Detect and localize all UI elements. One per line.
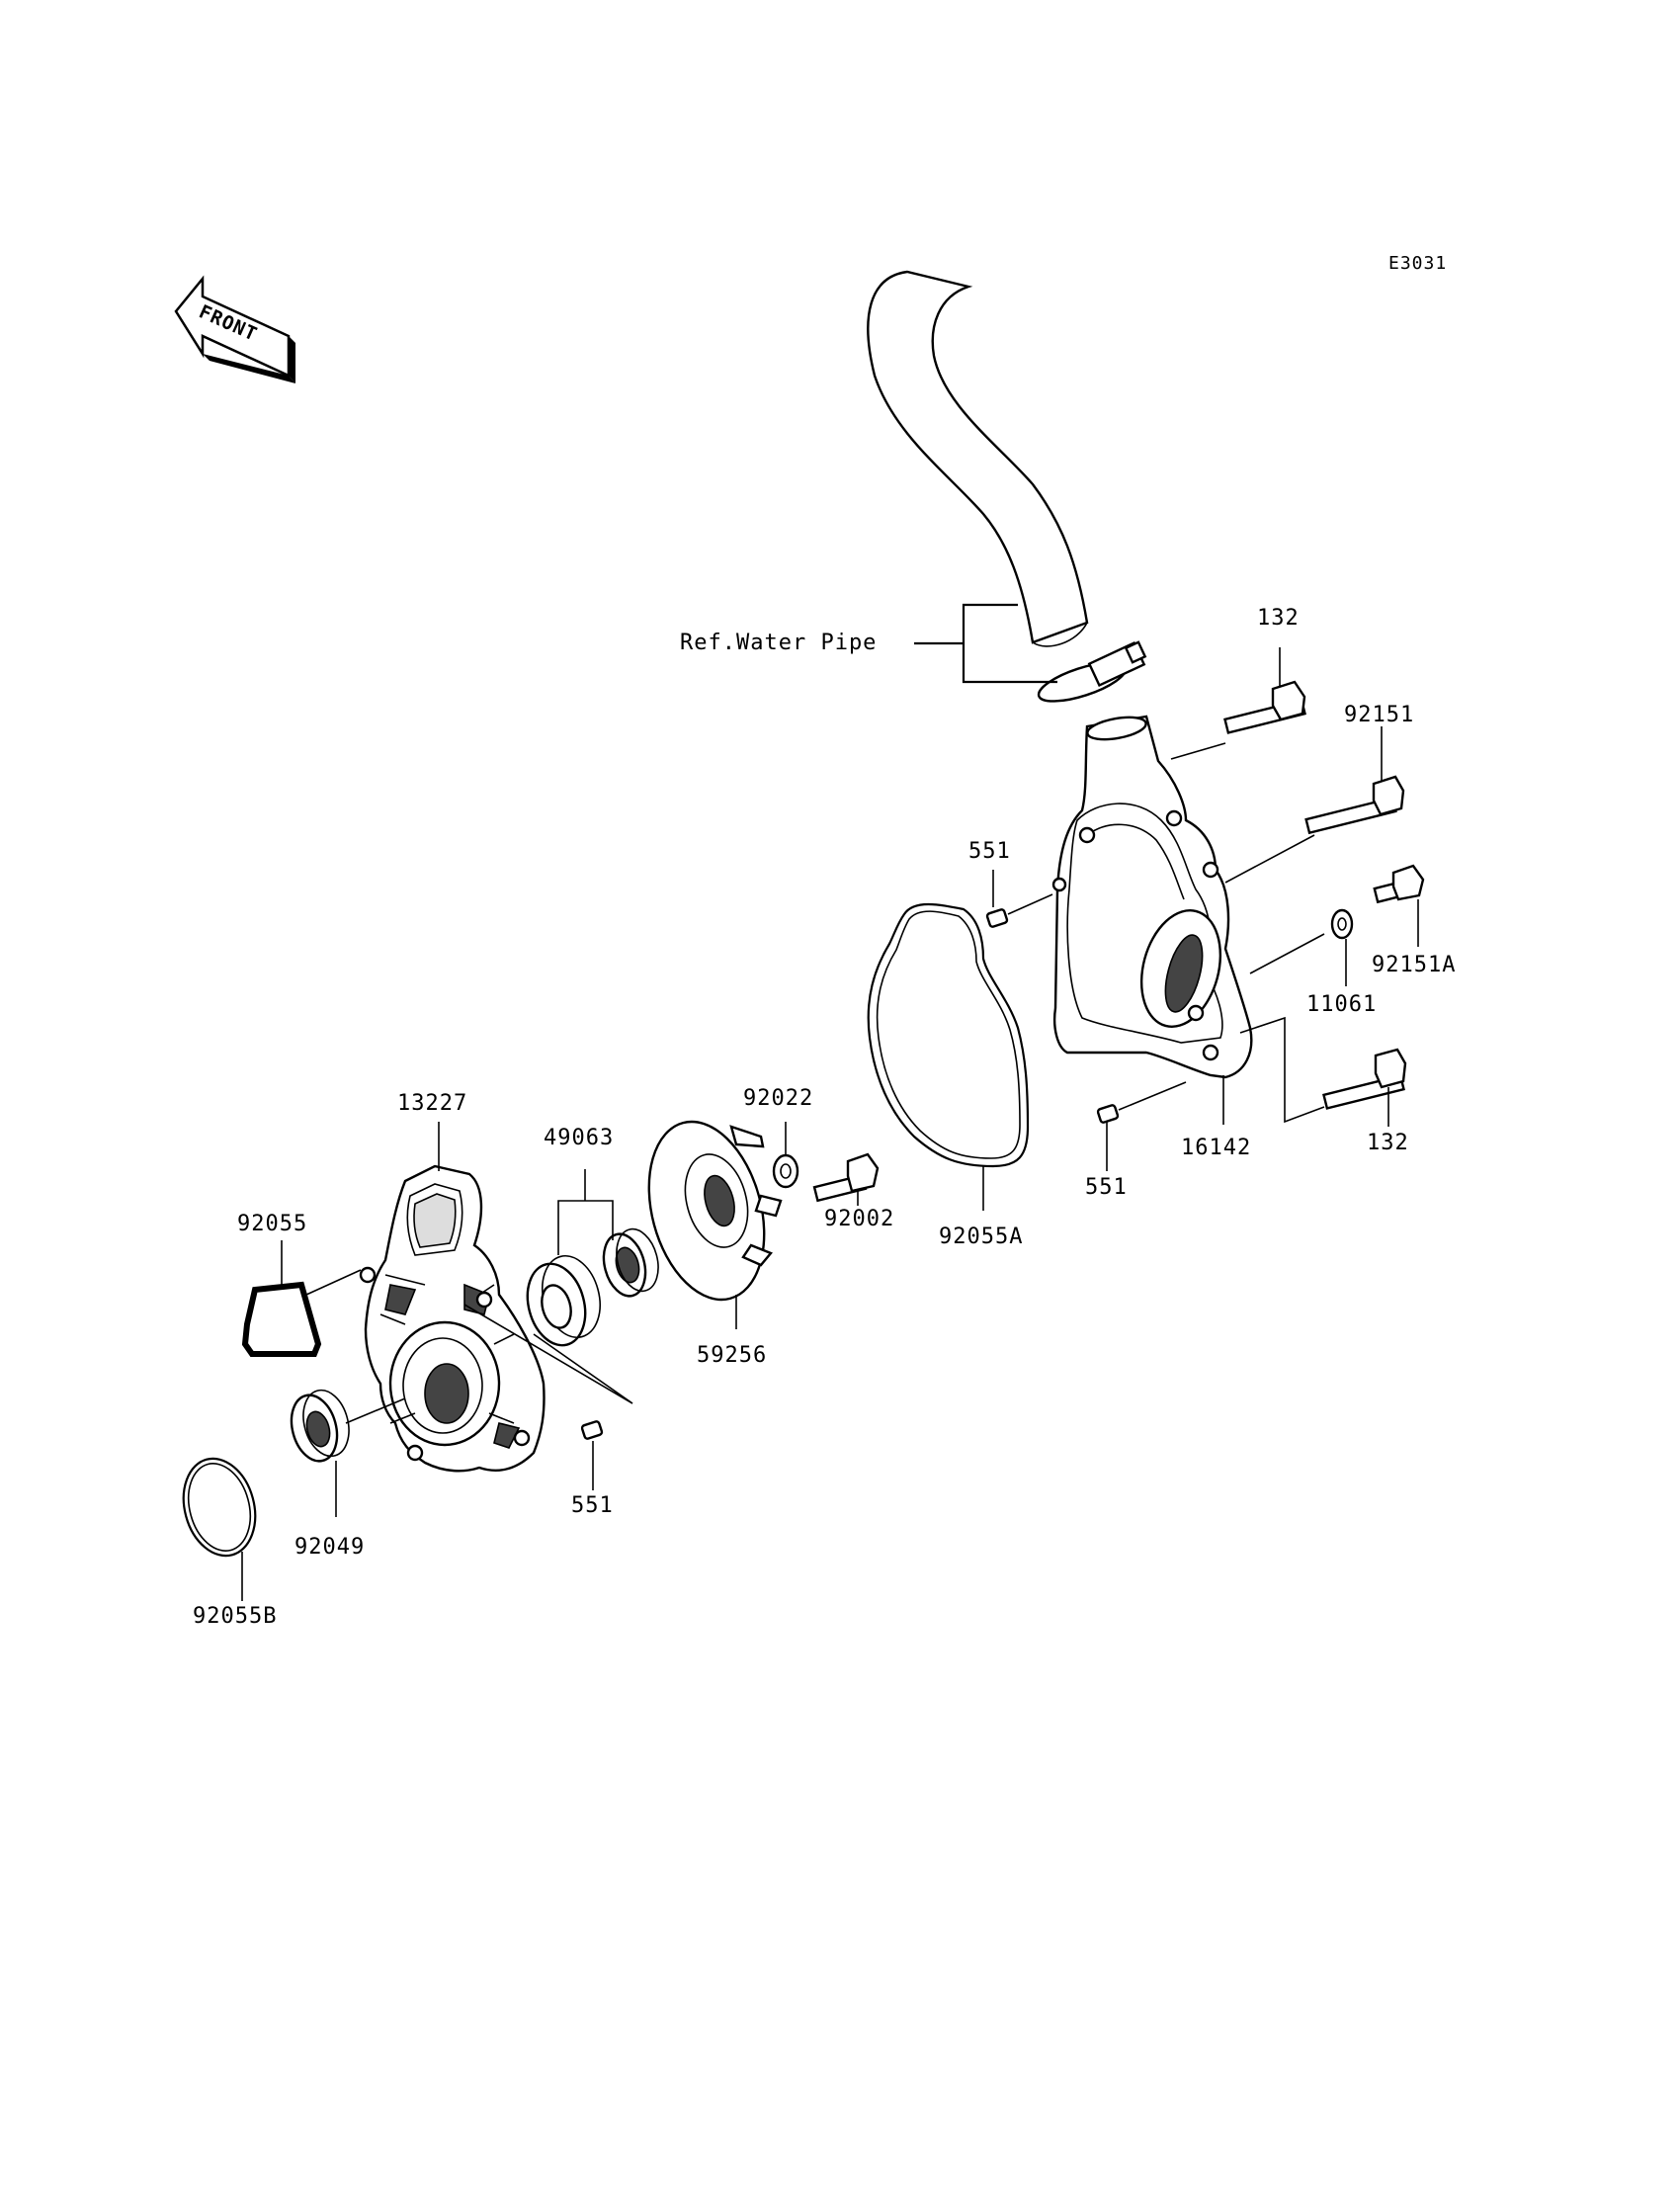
gasket-92055A <box>867 902 1030 1168</box>
o-ring-92055 <box>241 1281 322 1357</box>
callout-92049: 92049 <box>294 1535 365 1560</box>
bolt-92002 <box>812 1152 880 1203</box>
dowel-pin-551-top <box>985 908 1009 928</box>
ref-water-pipe-label: Ref.Water Pipe <box>680 631 877 655</box>
washer-11061 <box>1330 908 1354 940</box>
callout-92151A: 92151A <box>1372 953 1456 977</box>
dowel-pin-551-bottom <box>580 1420 604 1440</box>
bolt-132-top <box>1223 680 1306 734</box>
callout-92151: 92151 <box>1344 703 1414 727</box>
bolt-132-bottom <box>1322 1048 1407 1110</box>
callout-49063: 49063 <box>544 1126 614 1150</box>
o-ring-92055B <box>182 1457 257 1558</box>
seal-49063-left <box>526 1254 601 1347</box>
callout-59256: 59256 <box>697 1343 767 1368</box>
seal-49063-right <box>602 1227 659 1298</box>
water-pump-cover <box>1051 715 1253 1079</box>
callout-13227: 13227 <box>397 1091 467 1116</box>
pump-housing-13227 <box>359 1164 546 1473</box>
callout-551-bottom: 551 <box>571 1493 614 1518</box>
callout-92022: 92022 <box>743 1086 813 1111</box>
bolt-92151 <box>1304 775 1405 835</box>
water-pipe-hose <box>867 270 1089 647</box>
front-arrow-icon: FRONT <box>174 275 295 383</box>
bolt-92151A <box>1373 864 1425 904</box>
ref-water-pipe-callout: Ref.Water Pipe <box>680 603 1057 684</box>
callout-16142: 16142 <box>1181 1136 1251 1160</box>
oil-seal-92049 <box>290 1389 350 1463</box>
impeller-59256 <box>647 1120 783 1302</box>
callout-92055A: 92055A <box>939 1225 1023 1249</box>
callout-92002: 92002 <box>824 1207 894 1231</box>
callout-132-bottom: 132 <box>1367 1131 1409 1155</box>
callout-132-top: 132 <box>1257 606 1300 631</box>
callout-11061: 11061 <box>1306 992 1377 1017</box>
callout-551-mid: 551 <box>1085 1175 1128 1200</box>
hose-clamp <box>1037 640 1147 703</box>
callout-92055B: 92055B <box>193 1604 277 1629</box>
washer-92022 <box>772 1153 799 1189</box>
callout-92055: 92055 <box>237 1212 307 1236</box>
callout-551-top: 551 <box>968 839 1011 864</box>
diagram-code: E3031 <box>1388 253 1447 274</box>
dowel-pin-551-mid <box>1096 1104 1120 1124</box>
